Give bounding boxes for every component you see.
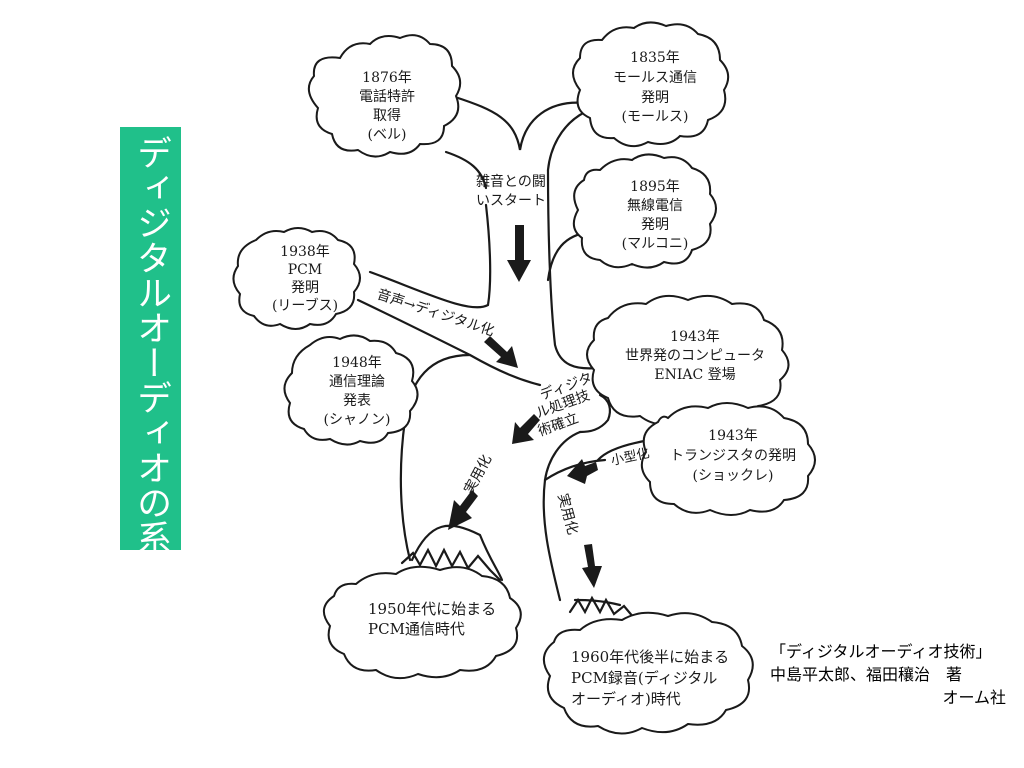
c1876-l1: 1876年 — [362, 70, 412, 86]
c1895-l3: 発明 — [641, 217, 669, 233]
cloud-1876 — [307, 34, 462, 158]
label-practical-2: 実用化 — [554, 492, 580, 537]
credit-book: 「ディジタルオーディオ技術」 — [770, 642, 992, 661]
c1943b-l1: 1943年 — [708, 428, 758, 444]
side-title: ディジタルオーディオの系譜 — [131, 135, 171, 590]
arrow-down-2 — [582, 544, 602, 588]
arrow-down-left — [448, 490, 478, 530]
c1835-l4: (モールス) — [622, 109, 689, 125]
label-practical-1: 実用化 — [461, 452, 495, 497]
c1895-l2: 無線電信 — [627, 198, 683, 214]
c1948-l4: (シャノン) — [324, 412, 391, 428]
arrows — [448, 225, 602, 588]
c1948-l3: 発表 — [343, 393, 371, 409]
cloud-1943b — [640, 402, 816, 516]
c1938-l3: 発明 — [291, 280, 319, 296]
arrow-down-1 — [507, 225, 531, 282]
arrow-left-1 — [512, 414, 540, 444]
c1895-l4: (マルコニ) — [622, 236, 689, 252]
side-title-band: ディジタルオーディオの系譜 — [120, 127, 181, 590]
c1943a-l1: 1943年 — [670, 329, 720, 345]
c1950-l1: 1950年代に始まる — [368, 600, 496, 618]
cloud-1835 — [572, 21, 730, 148]
c1943b-l3: (ショックレ) — [693, 468, 774, 484]
c1938-l1: 1938年 — [280, 244, 330, 260]
c1960-l1: 1960年代後半に始まる — [571, 648, 729, 666]
cloud-1938 — [232, 227, 361, 330]
label-noise-start-2: いスタート — [476, 193, 546, 209]
arrow-left-2 — [567, 459, 598, 484]
c1835-l2: モールス通信 — [613, 70, 697, 86]
label-voice-digital: 音声→ディジタル化 — [375, 286, 497, 340]
cloud-1950 — [323, 565, 522, 680]
arrow-right-1 — [484, 336, 518, 368]
cloud-1948 — [283, 334, 419, 446]
c1960-l3: オーディオ)時代 — [571, 690, 681, 708]
c1950-l2: PCM通信時代 — [368, 620, 465, 638]
c1876-l3: 取得 — [373, 107, 401, 124]
c1943a-l3: ENIAC 登場 — [654, 367, 735, 383]
credit-authors: 中島平太郎、福田穰治 著 — [770, 665, 963, 684]
c1948-l1: 1948年 — [332, 355, 382, 371]
c1835-l3: 発明 — [641, 90, 669, 106]
c1876-l4: (ベル) — [368, 127, 407, 143]
c1938-l4: (リーブス) — [272, 297, 338, 314]
c1876-l2: 電話特許 — [359, 88, 415, 105]
c1938-l2: PCM — [288, 262, 322, 278]
c1943a-l2: 世界発のコンピュータ — [625, 348, 765, 364]
cloud-1895 — [572, 153, 717, 269]
c1835-l1: 1835年 — [630, 50, 680, 66]
clouds — [232, 21, 816, 735]
c1960-l2: PCM録音(ディジタル — [571, 669, 717, 687]
c1948-l2: 通信理論 — [329, 374, 385, 390]
credit-publisher: オーム社 — [942, 688, 1006, 707]
c1943b-l2: トランジスタの発明 — [670, 448, 796, 464]
credit-block: 「ディジタルオーディオ技術」 中島平太郎、福田穰治 著 オーム社 — [770, 640, 1006, 709]
c1895-l1: 1895年 — [630, 179, 680, 195]
label-noise-start-1: 雑音との闘 — [476, 173, 546, 190]
cloud-1960 — [543, 611, 754, 735]
